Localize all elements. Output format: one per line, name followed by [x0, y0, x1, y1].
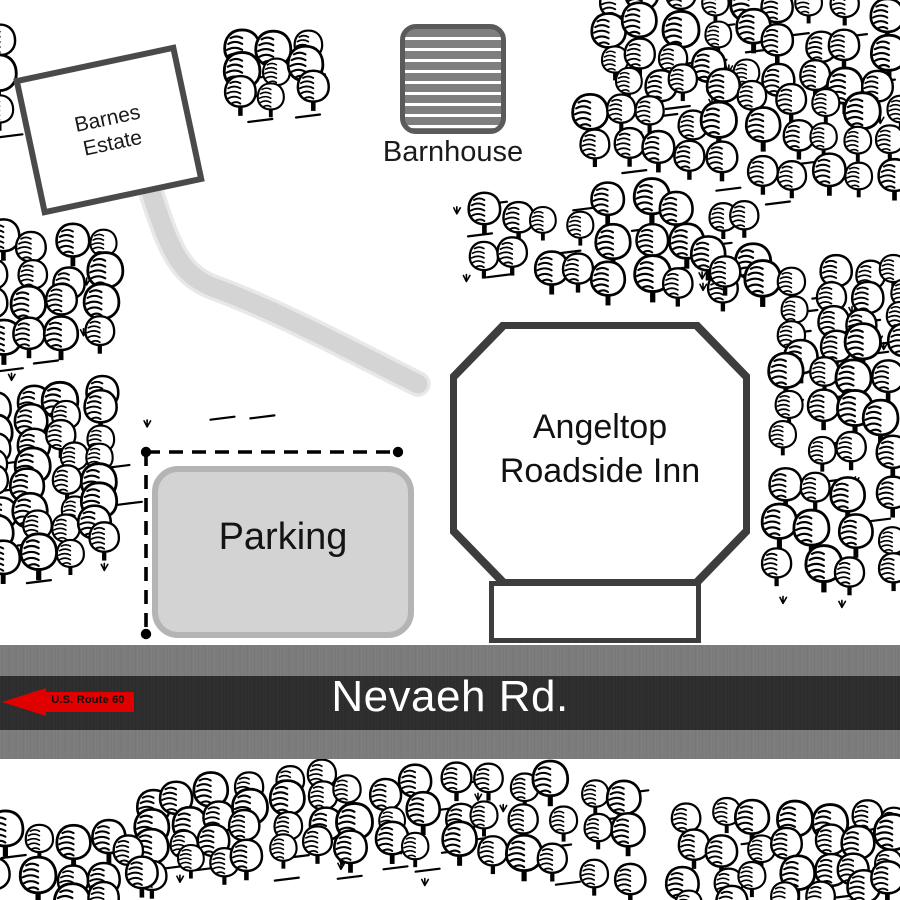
- inn-octagon-fill: [457, 329, 743, 579]
- label-inn-line1: Angeltop: [532, 408, 668, 446]
- label-nevaeh-rd: Nevaeh Rd.: [331, 672, 569, 721]
- building-barnhouse[interactable]: [400, 24, 506, 134]
- boundary-node-top-left: [140, 446, 152, 458]
- boundary-node-top-right: [392, 446, 404, 458]
- label-angeltop-roadside-inn: Angeltop Roadside Inn: [452, 405, 748, 493]
- label-parking: Parking: [218, 516, 348, 558]
- label-us-route-60: U.S. Route 60: [51, 694, 125, 706]
- arrow-left-icon[interactable]: [2, 688, 134, 716]
- parking-lot-area[interactable]: [152, 466, 414, 638]
- arrow-bar-shape: [44, 692, 134, 712]
- label-barnhouse: Barnhouse: [382, 136, 524, 168]
- label-inn-line2: Roadside Inn: [499, 452, 701, 490]
- building-angeltop-roadside-inn[interactable]: [450, 322, 750, 586]
- boundary-node-bottom-left: [140, 628, 152, 640]
- arrow-head-shape: [2, 688, 46, 716]
- building-inn-extension[interactable]: [489, 581, 701, 643]
- road-nevaeh-rd[interactable]: [0, 645, 900, 759]
